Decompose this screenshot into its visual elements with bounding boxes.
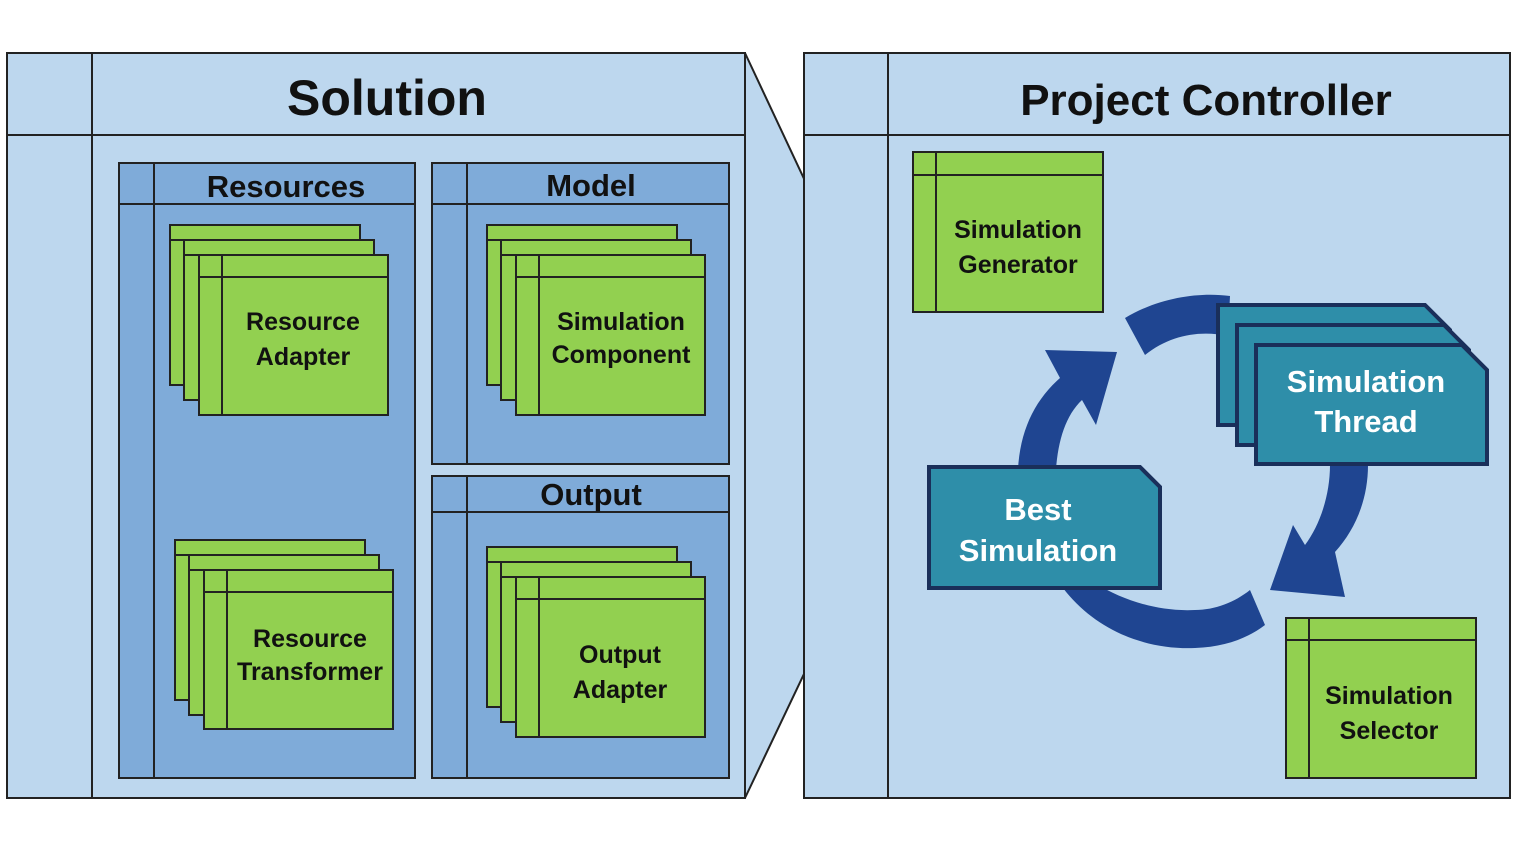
simulation-thread-stack: Simulation Thread xyxy=(1216,303,1489,466)
resource-transformer-stack: Resource Transformer xyxy=(174,539,394,730)
simulation-generator-label-1: Simulation xyxy=(954,216,1082,244)
project-controller-title: Project Controller xyxy=(1020,76,1392,125)
resource-adapter-label-2: Adapter xyxy=(256,343,351,371)
best-simulation-label-1: Best xyxy=(1004,492,1071,527)
best-simulation-box: Best Simulation xyxy=(927,465,1162,590)
cycle-arrow-icon xyxy=(1270,465,1368,597)
simulation-component-label-1: Simulation xyxy=(557,308,685,336)
simulation-component-stack: Simulation Component xyxy=(486,224,706,416)
cycle-arrow-icon xyxy=(1018,350,1117,470)
resources-title: Resources xyxy=(207,169,366,204)
simulation-generator-label-2: Generator xyxy=(958,251,1078,279)
simulation-selector-box: Simulation Selector xyxy=(1285,617,1477,779)
output-adapter-stack: Output Adapter xyxy=(486,546,706,738)
model-title: Model xyxy=(546,168,636,203)
simulation-generator-box: Simulation Generator xyxy=(912,151,1104,313)
cycle-arrows xyxy=(1018,294,1368,649)
simulation-selector-label-1: Simulation xyxy=(1325,682,1453,710)
cycle-arrow-icon xyxy=(1125,294,1230,355)
simulation-component-label-2: Component xyxy=(552,341,692,369)
output-title: Output xyxy=(540,477,642,512)
output-adapter-label-2: Adapter xyxy=(573,676,668,704)
simulation-thread-label-1: Simulation xyxy=(1287,364,1445,399)
solution-title: Solution xyxy=(287,70,487,126)
resource-adapter-stack: Resource Adapter xyxy=(169,224,389,416)
resource-transformer-label-1: Resource xyxy=(253,625,367,653)
resource-transformer-label-2: Transformer xyxy=(237,658,383,686)
simulation-thread-label-2: Thread xyxy=(1314,404,1417,439)
resource-adapter-label-1: Resource xyxy=(246,308,360,336)
best-simulation-label-2: Simulation xyxy=(959,533,1117,568)
cycle-arc xyxy=(1063,585,1265,649)
simulation-selector-label-2: Selector xyxy=(1340,717,1439,745)
output-adapter-label-1: Output xyxy=(579,641,662,669)
